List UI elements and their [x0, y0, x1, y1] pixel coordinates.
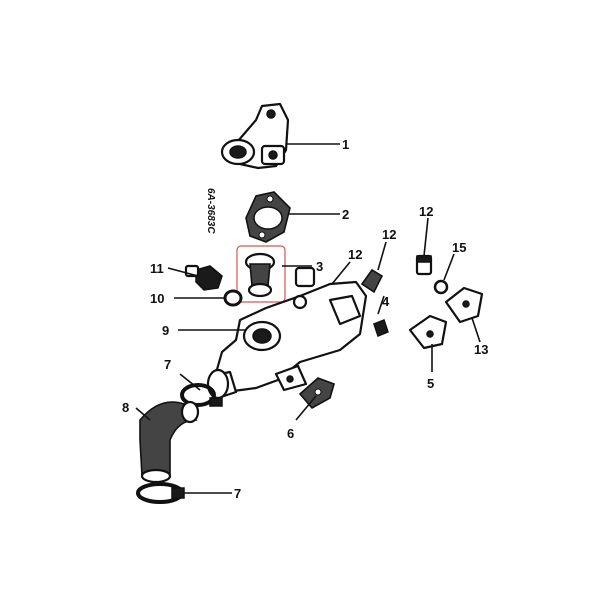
callout-2: 2 — [342, 207, 349, 222]
part-6-gasket[interactable] — [298, 377, 335, 410]
part-12-fitting-right[interactable] — [415, 254, 433, 276]
callout-8: 8 — [122, 400, 129, 415]
part-4-plug[interactable] — [373, 319, 389, 337]
part-5-cover-plate[interactable] — [408, 314, 448, 350]
callout-12-right: 12 — [419, 204, 433, 219]
selection-highlight — [236, 245, 286, 303]
callout-7-upper: 7 — [164, 357, 171, 372]
callout-10: 10 — [150, 291, 164, 306]
callout-1: 1 — [342, 137, 349, 152]
part-12-fitting-center[interactable] — [360, 268, 384, 294]
part-7-hose-clamp-lower[interactable] — [136, 482, 185, 504]
part-2-gasket[interactable] — [245, 191, 291, 243]
part-7-hose-clamp-upper[interactable] — [180, 383, 223, 407]
callout-5: 5 — [427, 376, 434, 391]
callout-13: 13 — [474, 342, 488, 357]
callout-7-lower: 7 — [234, 486, 241, 501]
callout-12-mid: 12 — [382, 227, 396, 242]
part-11-temperature-sender[interactable] — [184, 264, 223, 291]
drawing-code: 6A-3683C — [205, 188, 216, 234]
part-15-washer[interactable] — [433, 279, 449, 295]
part-13-cover-plate[interactable] — [444, 286, 484, 324]
part-1-housing-cover[interactable] — [220, 102, 290, 170]
callout-4: 4 — [382, 294, 390, 309]
leader-lines — [135, 143, 481, 494]
callout-labels: 1 2 3 4 5 6 7 7 8 9 10 11 12 12 12 13 15 — [122, 137, 488, 501]
callout-9: 9 — [162, 323, 169, 338]
callout-12-center: 12 — [348, 247, 362, 262]
callout-3: 3 — [316, 259, 323, 274]
part-3-thermostat[interactable] — [236, 245, 286, 303]
callout-6: 6 — [287, 426, 294, 441]
part-9-thermostat-housing[interactable] — [206, 266, 368, 400]
callout-15: 15 — [452, 240, 466, 255]
callout-11: 11 — [150, 261, 164, 276]
part-8-hose[interactable] — [139, 400, 200, 484]
part-10-o-ring[interactable] — [223, 289, 243, 307]
